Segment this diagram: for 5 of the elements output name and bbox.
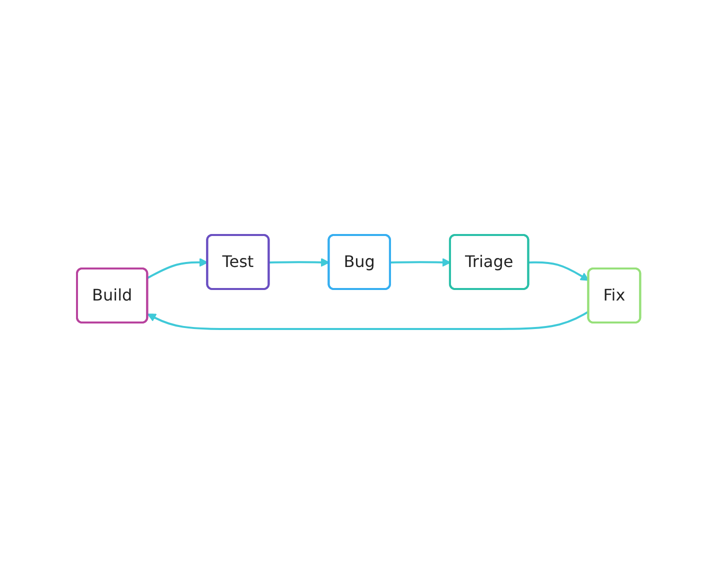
- arrow: [147, 257, 208, 278]
- arrow: [390, 257, 451, 266]
- arrow: [528, 260, 590, 280]
- arrow: [269, 257, 330, 266]
- arrow: [147, 310, 590, 330]
